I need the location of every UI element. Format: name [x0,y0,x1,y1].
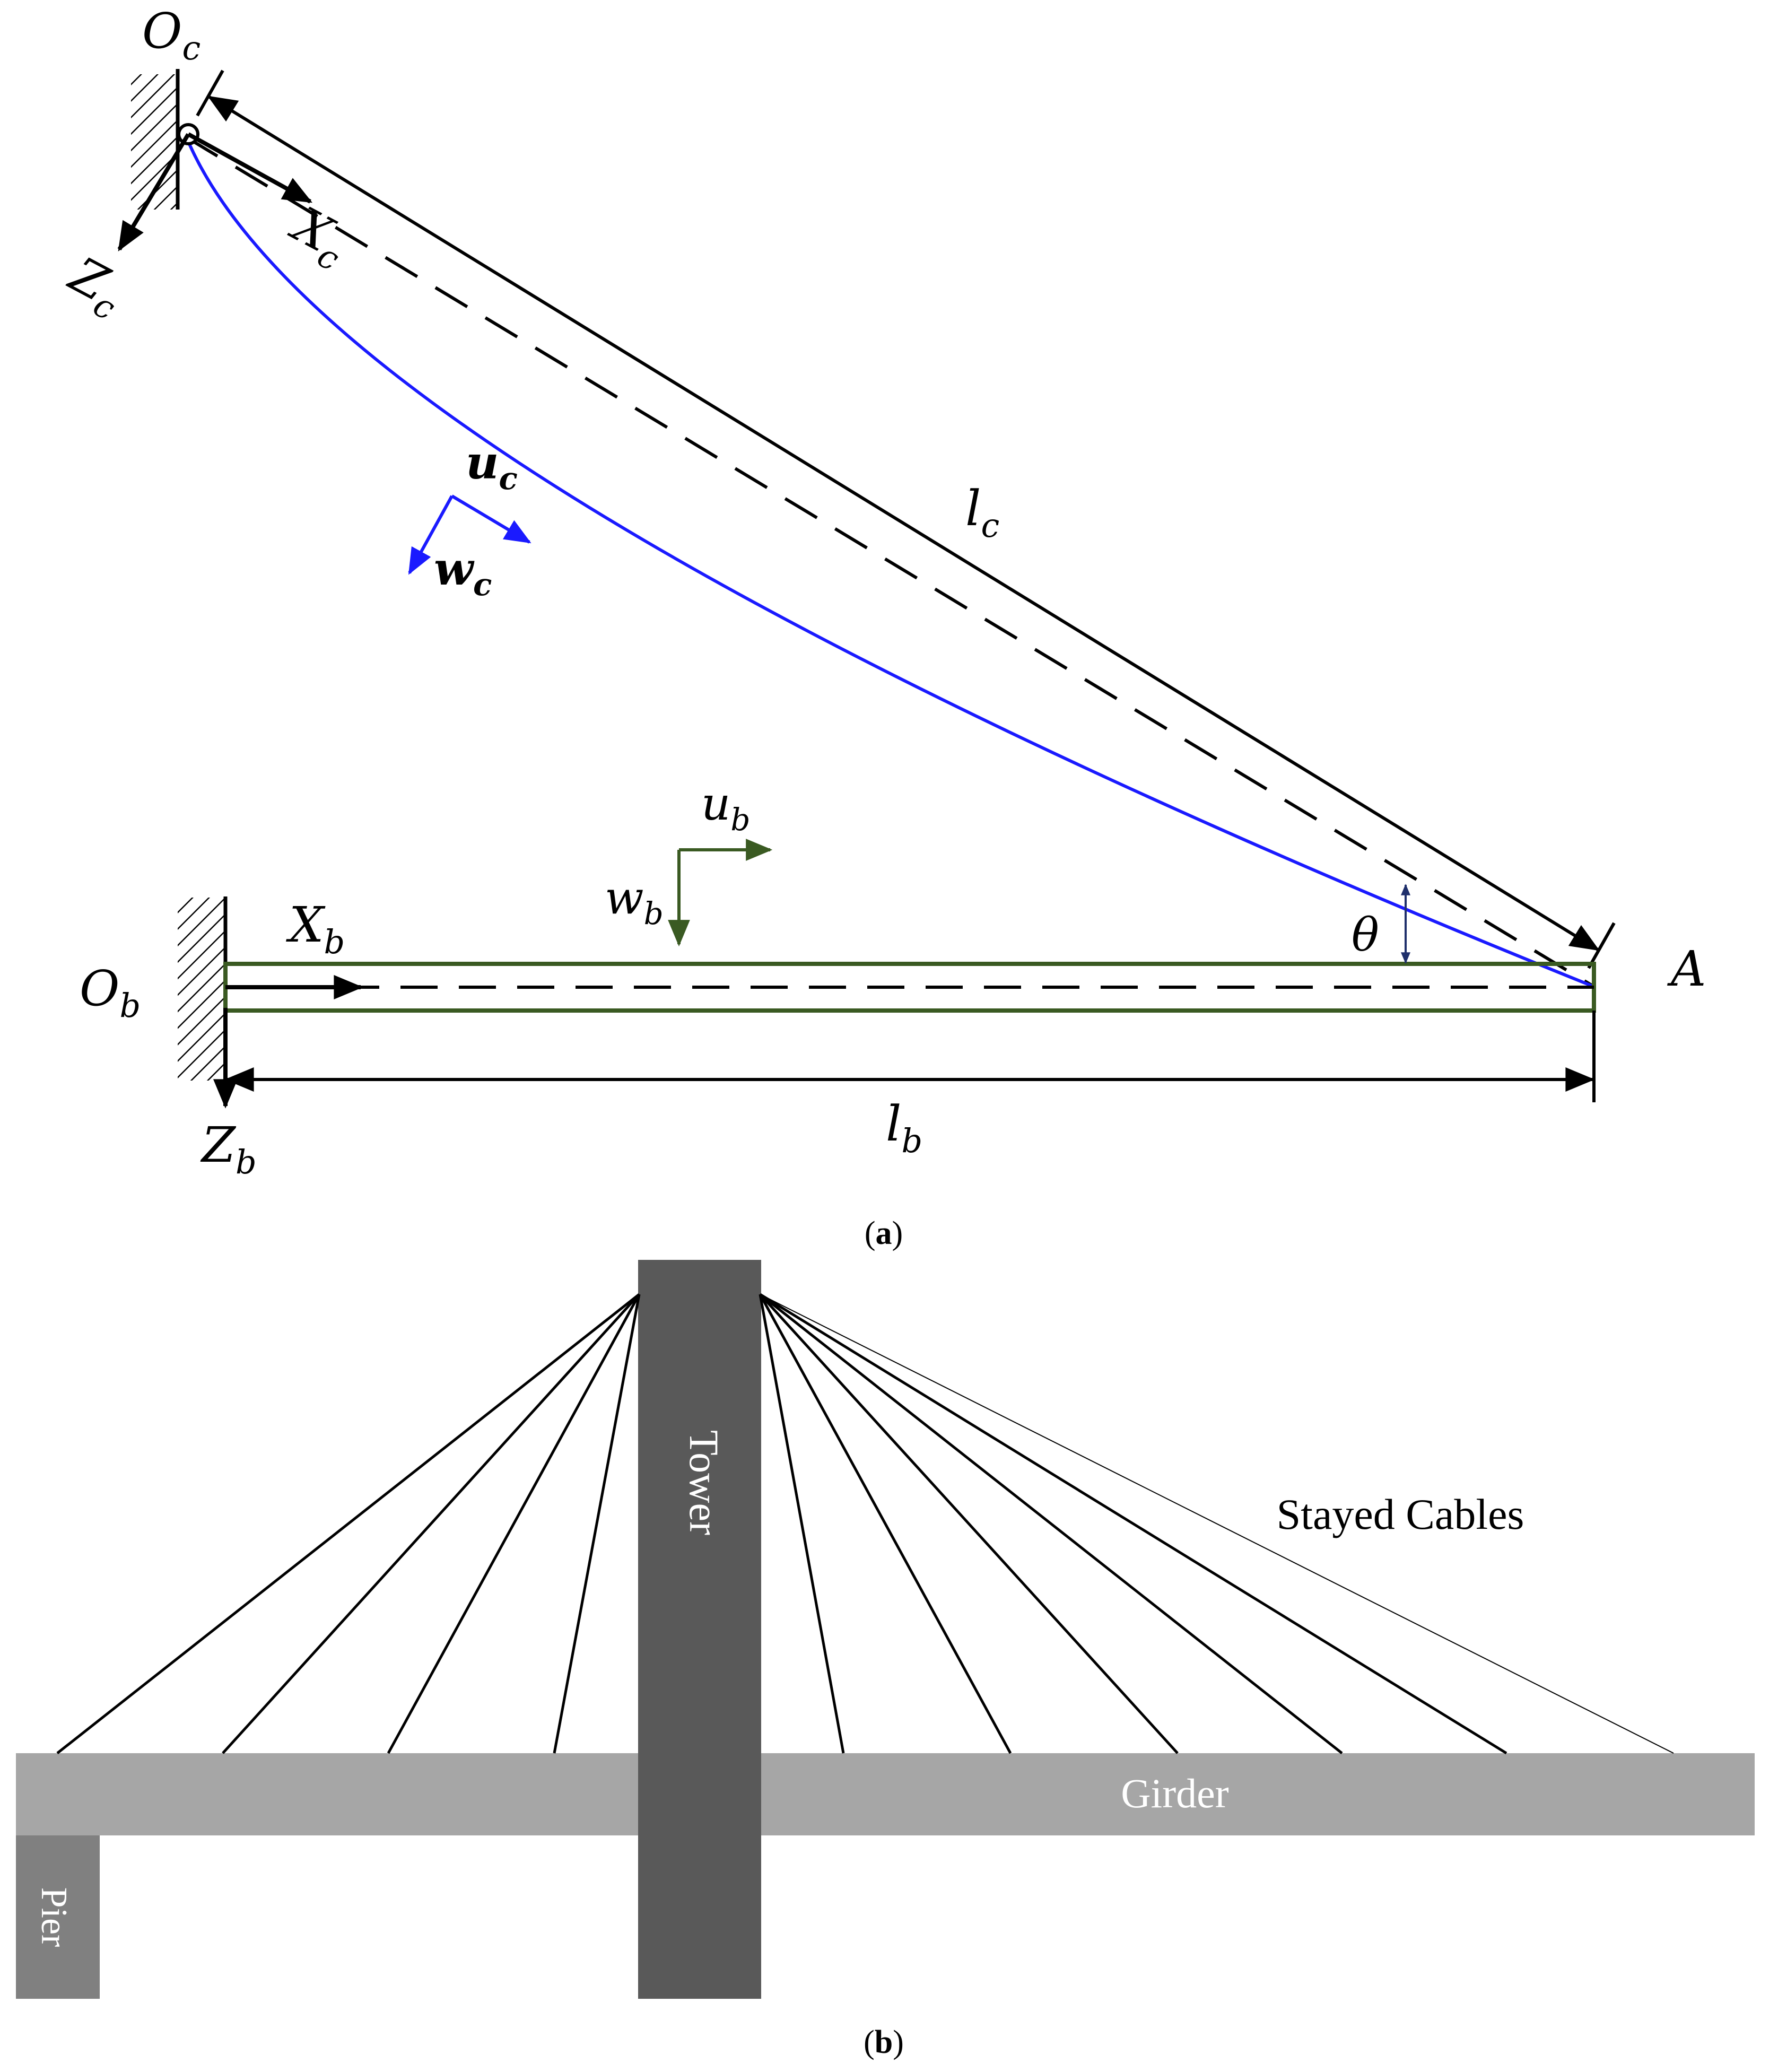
label-point-a: A [1667,941,1706,997]
caption-b: (b) [864,2024,904,2060]
stay-cable-left-3 [387,1293,641,1754]
beam-support-hatch [178,898,225,1081]
stay-cable-left-1 [56,1293,640,1754]
stayed-cables-label: Stayed Cables [1277,1490,1524,1538]
caption-a: (a) [865,1215,903,1251]
stay-cable-right-4 [759,1293,1343,1754]
wc-axis-arrow [408,495,454,575]
xc-axis-arrow [187,132,313,204]
stay-cable-right-3 [759,1293,1179,1754]
label-zb: Zb [200,1117,257,1181]
cable-chord-dashed [185,135,1593,987]
label-xc: Xc [278,195,358,278]
zc-axis-arrow [117,133,190,251]
label-oc: Oc [142,3,201,67]
panel-b: Tower Girder Pier Stayed Cables (b) [16,1260,1755,2060]
label-wc: wc [434,542,492,603]
pier-label: Pier [33,1887,74,1947]
lc-tick-top [196,69,224,117]
stay-cable-left-4 [553,1294,641,1754]
bridge-girder [16,1753,1755,1835]
label-ub: ub [701,778,751,838]
girder-label: Girder [1121,1770,1229,1816]
uc-axis-arrow [451,494,531,544]
label-ob: Ob [80,960,141,1025]
lc-tick-bottom [1587,922,1616,969]
label-zc: Zc [56,245,134,327]
bridge-tower [638,1260,761,1999]
stay-cable-right-2 [759,1293,1012,1754]
label-lc: lc [965,480,999,545]
stay-cable-right-5 [759,1293,1507,1755]
label-wb: wb [605,872,664,931]
stay-cable-right-6 [760,1294,1674,1754]
label-theta: θ [1352,909,1379,962]
lc-dimension-arrow [207,95,1600,951]
stayed-cables [56,1293,1674,1755]
tower-label: Tower [681,1430,727,1535]
bridge-pier [16,1835,100,1999]
panel-a: Oc Xc Zc uc wc lc ub wb Xb Ob Zb lb θ A … [56,3,1706,1251]
label-uc: uc [466,436,518,497]
stay-cable-right-1 [759,1294,845,1754]
label-xb: Xb [286,896,345,961]
label-lb: lb [886,1095,922,1160]
stay-cable-left-2 [222,1293,640,1754]
